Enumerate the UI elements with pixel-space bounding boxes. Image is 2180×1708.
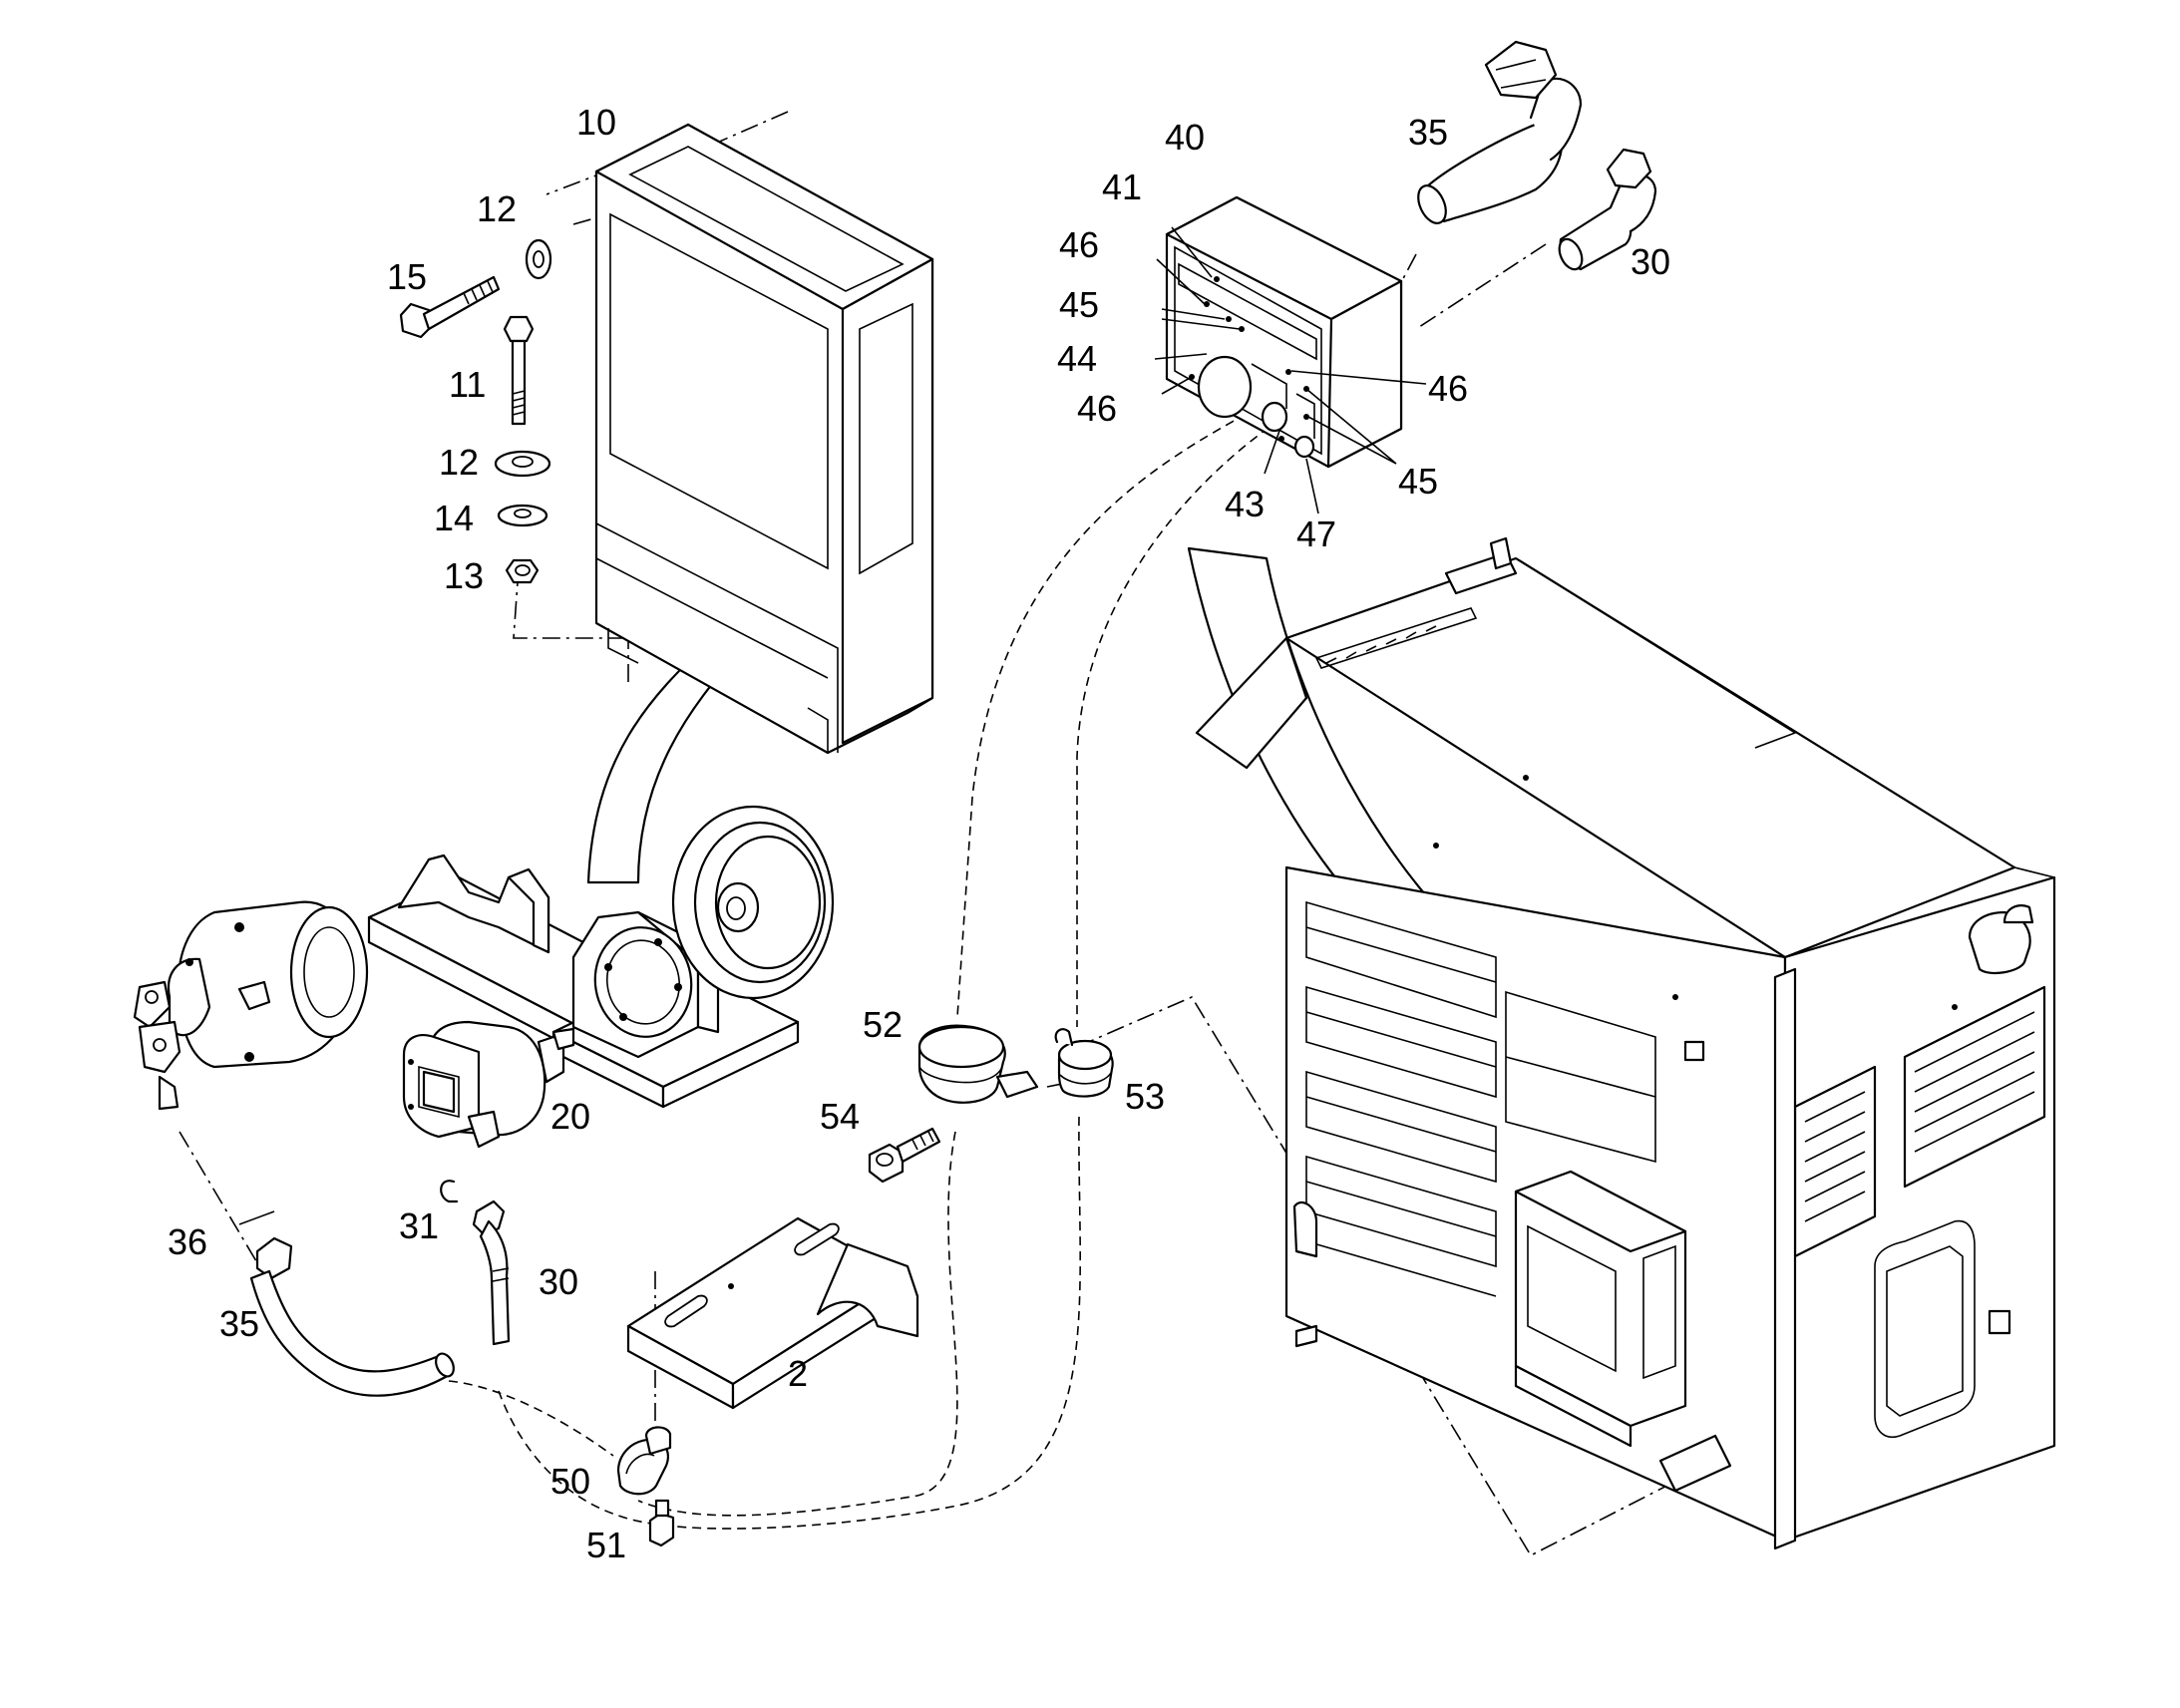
washer-14	[497, 504, 548, 527]
seal-36	[238, 1210, 275, 1225]
callout-31: 31	[399, 1205, 439, 1246]
callout-46-b: 46	[1077, 388, 1117, 429]
hydraulic-motor-20	[402, 1020, 575, 1149]
o-ring-31	[440, 1180, 459, 1203]
callout-45-a: 45	[1059, 284, 1099, 325]
screw-51	[648, 1499, 675, 1547]
support-bracket-2	[626, 1216, 919, 1410]
callout-51: 51	[586, 1525, 626, 1565]
callout-11: 11	[449, 364, 486, 405]
bolt-11	[503, 315, 535, 426]
callout-10: 10	[576, 102, 616, 143]
callout-15: 15	[387, 256, 427, 297]
callout-30-top: 30	[1631, 241, 1670, 282]
callout-12-bottom: 12	[439, 442, 479, 483]
callout-30-bottom: 30	[539, 1261, 578, 1302]
grommet-53	[1054, 1028, 1114, 1098]
callout-46-c: 46	[1428, 368, 1468, 409]
hose-30-top	[1558, 148, 1657, 271]
callout-50: 50	[550, 1461, 590, 1502]
callout-20: 20	[550, 1096, 590, 1137]
callout-35-top: 35	[1408, 112, 1448, 153]
callout-2: 2	[788, 1353, 808, 1394]
hose-30-bottom	[472, 1199, 511, 1346]
ac-compressor	[133, 900, 369, 1111]
callout-14: 14	[434, 498, 474, 538]
nut-13	[505, 558, 540, 584]
callout-52: 52	[863, 1004, 903, 1045]
callout-43: 43	[1225, 484, 1265, 524]
hose-35-bottom	[249, 1236, 455, 1397]
clamp-50	[616, 1426, 672, 1496]
callout-labels: 10 12 15 11 12 14 13 40 41 46 45 44 46 4…	[168, 102, 1670, 1565]
callout-47: 47	[1296, 513, 1336, 554]
callout-36: 36	[168, 1221, 207, 1262]
leader-lines	[1154, 226, 1427, 514]
hose-35-top	[1417, 40, 1583, 224]
callout-35-bottom: 35	[219, 1303, 259, 1344]
callout-41: 41	[1102, 167, 1142, 207]
callout-45-b: 45	[1398, 461, 1438, 502]
motor-base-plate	[551, 910, 800, 1109]
callout-53: 53	[1125, 1076, 1165, 1117]
washer-12-top	[525, 238, 552, 280]
callout-54: 54	[820, 1096, 860, 1137]
callout-40: 40	[1165, 117, 1205, 158]
hose-clamp-52	[917, 1024, 1039, 1104]
screw-54	[868, 1127, 941, 1184]
callout-46-a: 46	[1059, 224, 1099, 265]
callout-12-top: 12	[477, 188, 517, 229]
callout-44: 44	[1057, 338, 1097, 379]
callout-13: 13	[444, 555, 484, 596]
control-panel-box-40	[1165, 195, 1403, 469]
ac-cabinet	[594, 123, 934, 755]
pulley	[671, 805, 835, 1000]
bolt-15	[399, 275, 501, 339]
washer-12-bottom	[494, 450, 551, 478]
operator-cab	[1195, 536, 2056, 1550]
